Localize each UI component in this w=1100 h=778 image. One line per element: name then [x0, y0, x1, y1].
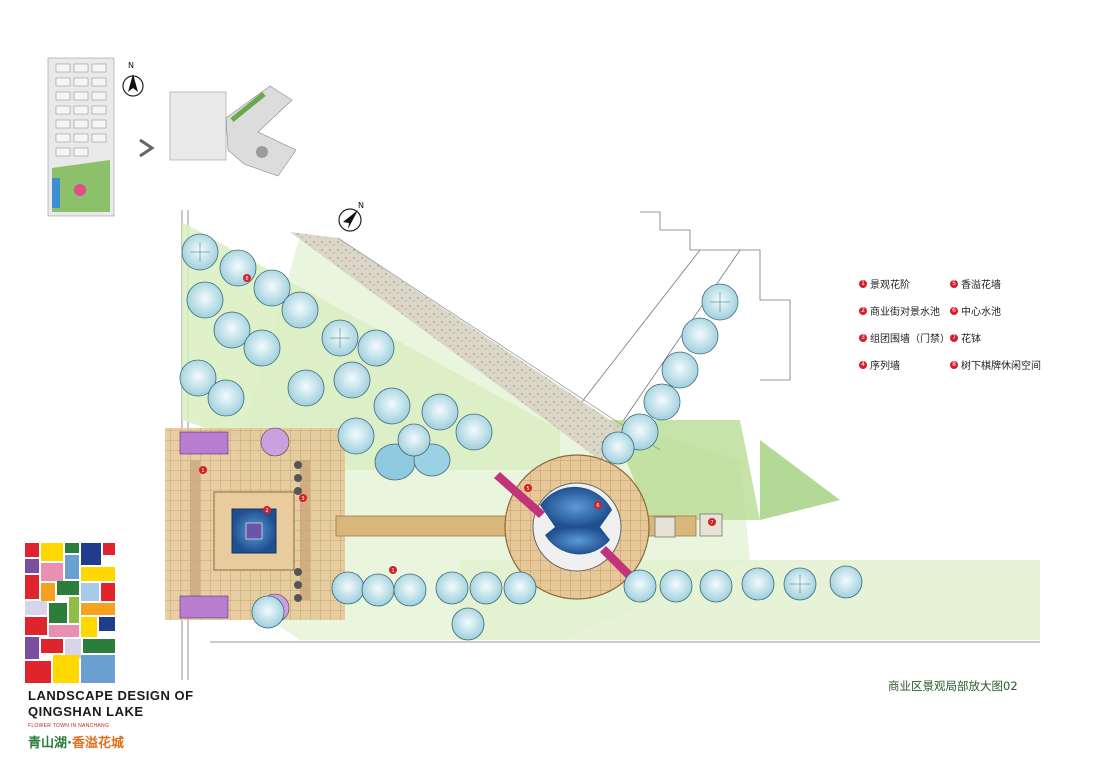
- north-label-plan: N: [358, 201, 364, 210]
- legend-label-6: 中心水池: [961, 307, 1001, 318]
- brand-cn-part2: 香溢花城: [71, 736, 124, 751]
- legend-label-1: 景观花阶: [870, 280, 910, 291]
- north-label-key: N: [128, 61, 134, 70]
- north-arrow-icon-key: [122, 74, 144, 97]
- legend-item-7: 7 花钵: [950, 330, 981, 345]
- tree-details: [190, 242, 810, 594]
- legend-label-5: 香溢花墙: [961, 280, 1001, 291]
- key-map-detail-thumbnail: [169, 85, 297, 177]
- legend-num-6: 6: [950, 306, 958, 315]
- svg-text:5: 5: [526, 486, 529, 492]
- plan-markers: 8 1 2 3 5 6 7 1: [199, 274, 716, 574]
- svg-text:1: 1: [201, 468, 204, 474]
- brand-cn-part1: 青山湖·: [28, 736, 72, 751]
- central-water-pool: [540, 486, 612, 555]
- trees: [179, 233, 863, 641]
- legend-num-1: 1: [859, 279, 867, 288]
- legend-num-3: 3: [859, 333, 867, 342]
- legend-label-3: 组团围墙（门禁）: [870, 334, 950, 345]
- brand-title-line2: QINGSHAN LAKE: [28, 704, 144, 719]
- brand-title-line1: LANDSCAPE DESIGN OF: [28, 688, 194, 703]
- legend-label-7: 花钵: [961, 334, 981, 345]
- plan-marker-1b: 1: [389, 566, 397, 574]
- legend-label-8: 树下棋牌休闲空间: [961, 361, 1041, 372]
- legend-num-5: 5: [950, 279, 958, 288]
- sequence-posts: [294, 461, 302, 602]
- drawing-caption: 商业区景观局部放大图02: [888, 679, 1018, 693]
- legend-label-2: 商业街对景水池: [870, 307, 940, 318]
- legend-item-2: 2 商业街对景水池: [859, 303, 940, 318]
- key-map-thumbnail: [47, 57, 115, 217]
- feature-pool: [231, 508, 277, 554]
- legend-item-6: 6 中心水池: [950, 303, 1001, 318]
- brand-mosaic-logo: [25, 543, 115, 683]
- legend-item-8: 8 树下棋牌休闲空间: [950, 357, 1041, 372]
- plan-marker-1: 1: [199, 466, 207, 474]
- plan-marker-5: 5: [524, 484, 532, 492]
- legend-num-7: 7: [950, 333, 958, 342]
- legend-label-4: 序列墙: [870, 361, 900, 372]
- plan-marker-2: 2: [263, 506, 271, 514]
- brand-subtitle: FLOWER TOWN IN NANCHANG: [28, 723, 110, 729]
- legend-item-4: 4 序列墙: [859, 357, 900, 372]
- svg-text:7: 7: [710, 520, 713, 526]
- svg-text:6: 6: [596, 503, 599, 509]
- plan-marker-8: 8: [243, 274, 251, 282]
- legend-item-3: 3 组团围墙（门禁）: [859, 330, 950, 345]
- plan-marker-7: 7: [708, 518, 716, 526]
- svg-text:2: 2: [265, 508, 268, 514]
- key-map-zoom-arrow-icon: [139, 138, 155, 158]
- legend-num-4: 4: [859, 360, 867, 369]
- north-arrow-icon-plan: [338, 208, 362, 232]
- legend-num-2: 2: [859, 306, 867, 315]
- plan-marker-3: 3: [299, 494, 307, 502]
- svg-text:8: 8: [245, 276, 248, 282]
- legend-item-5: 5 香溢花墙: [950, 276, 1001, 291]
- diagonal-gravel-path: [290, 232, 640, 460]
- plan-marker-6: 6: [594, 501, 602, 509]
- brand-chinese-name: 青山湖·香溢花城: [28, 732, 124, 751]
- legend-num-8: 8: [950, 360, 958, 369]
- legend-item-1: 1 景观花阶: [859, 276, 910, 291]
- svg-text:3: 3: [301, 496, 304, 502]
- svg-text:1: 1: [391, 568, 394, 574]
